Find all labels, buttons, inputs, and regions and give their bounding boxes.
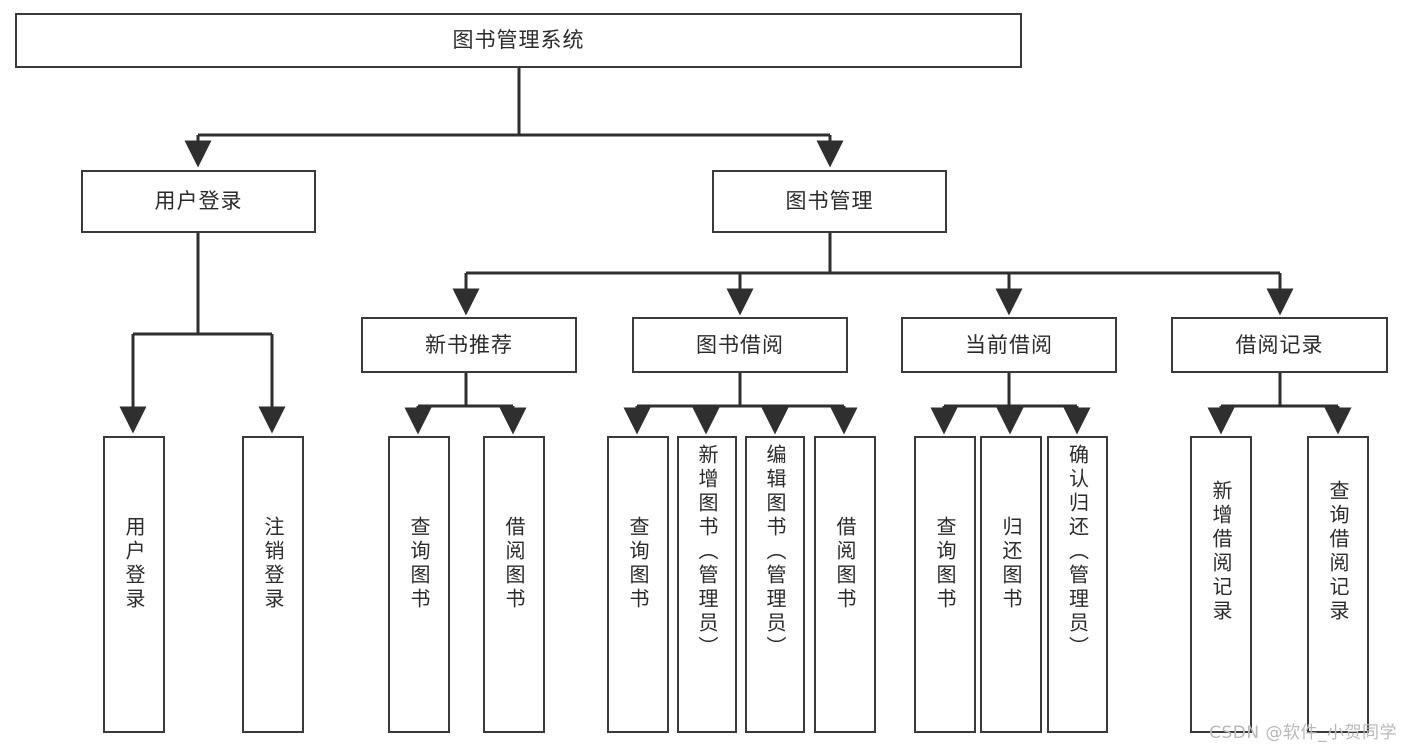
leaf-user-login[interactable]: 用户登录 xyxy=(103,436,165,733)
leaf-query-book-borrow[interactable]: 查询图书 xyxy=(607,436,669,733)
node-label: 借阅图书 xyxy=(833,516,857,612)
node-label: 编辑图书（管理员） xyxy=(763,444,787,660)
node-label: 图书管理 xyxy=(785,189,874,214)
leaf-query-book-recommend[interactable]: 查询图书 xyxy=(388,436,450,733)
node-new-book-recommend[interactable]: 新书推荐 xyxy=(361,317,577,373)
node-borrow-records[interactable]: 借阅记录 xyxy=(1171,317,1388,373)
node-label: 用户登录 xyxy=(154,189,243,214)
csdn-watermark: CSDN @软件_小贺同学 xyxy=(1209,723,1397,743)
leaf-edit-book-admin[interactable]: 编辑图书（管理员） xyxy=(745,436,805,733)
node-label: 图书借阅 xyxy=(696,332,784,357)
node-label: 当前借阅 xyxy=(965,332,1053,357)
node-label: 归还图书 xyxy=(999,516,1023,612)
node-label: 新增借阅记录 xyxy=(1209,480,1233,624)
leaf-query-book-current[interactable]: 查询图书 xyxy=(914,436,976,733)
leaf-query-borrow-record[interactable]: 查询借阅记录 xyxy=(1307,436,1369,733)
leaf-user-logout[interactable]: 注销登录 xyxy=(242,436,304,733)
node-label: 借阅记录 xyxy=(1235,332,1324,357)
node-label: 图书管理系统 xyxy=(452,28,585,53)
node-root-system[interactable]: 图书管理系统 xyxy=(15,13,1022,68)
leaf-add-book-admin[interactable]: 新增图书（管理员） xyxy=(677,436,737,733)
node-label: 新增图书（管理员） xyxy=(695,444,719,660)
node-label: 查询图书 xyxy=(407,516,431,612)
node-label: 查询图书 xyxy=(626,516,650,612)
node-label: 查询借阅记录 xyxy=(1326,480,1350,624)
node-label: 用户登录 xyxy=(122,516,146,612)
node-user-login[interactable]: 用户登录 xyxy=(81,170,316,233)
node-label: 查询图书 xyxy=(933,516,957,612)
node-book-management[interactable]: 图书管理 xyxy=(712,170,947,233)
leaf-borrow-book-recommend[interactable]: 借阅图书 xyxy=(483,436,545,733)
node-book-borrow[interactable]: 图书借阅 xyxy=(632,317,848,373)
leaf-return-book[interactable]: 归还图书 xyxy=(980,436,1042,733)
leaf-add-borrow-record[interactable]: 新增借阅记录 xyxy=(1190,436,1252,733)
leaf-borrow-book[interactable]: 借阅图书 xyxy=(814,436,876,733)
node-current-borrow[interactable]: 当前借阅 xyxy=(901,317,1117,373)
node-label: 新书推荐 xyxy=(425,332,513,357)
node-label: 借阅图书 xyxy=(502,516,526,612)
leaf-confirm-return-admin[interactable]: 确认归还（管理员） xyxy=(1047,436,1108,733)
node-label: 注销登录 xyxy=(261,516,285,612)
node-label: 确认归还（管理员） xyxy=(1065,444,1090,660)
